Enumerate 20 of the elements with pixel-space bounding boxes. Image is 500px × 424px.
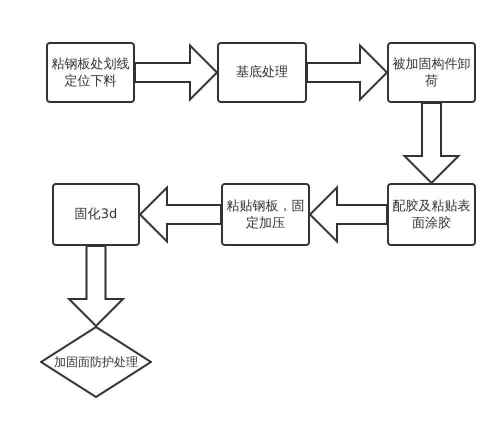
step-label: 基底处理 xyxy=(236,64,288,81)
process-box xyxy=(387,42,476,103)
process-box xyxy=(217,42,307,103)
process-box xyxy=(46,42,135,103)
block-arrow xyxy=(308,185,388,244)
process-box xyxy=(387,183,476,246)
step-label: 粘钢板处划线定位下料 xyxy=(50,56,130,90)
block-arrow xyxy=(138,185,222,244)
block-arrow xyxy=(402,102,461,184)
block-arrow xyxy=(66,245,126,328)
step-label: 被加固构件卸荷 xyxy=(392,56,472,90)
block-arrow xyxy=(134,43,218,102)
block-arrow xyxy=(306,43,388,102)
process-box xyxy=(221,183,310,246)
step-label: 加固面防护处理 xyxy=(54,354,138,370)
process-box xyxy=(52,183,140,246)
decision-diamond xyxy=(40,326,152,398)
step-label: 固化3d xyxy=(74,206,118,223)
step-label: 配胶及粘贴表面涂胶 xyxy=(392,198,472,232)
step-label: 粘贴钢板，固定加压 xyxy=(226,198,306,232)
